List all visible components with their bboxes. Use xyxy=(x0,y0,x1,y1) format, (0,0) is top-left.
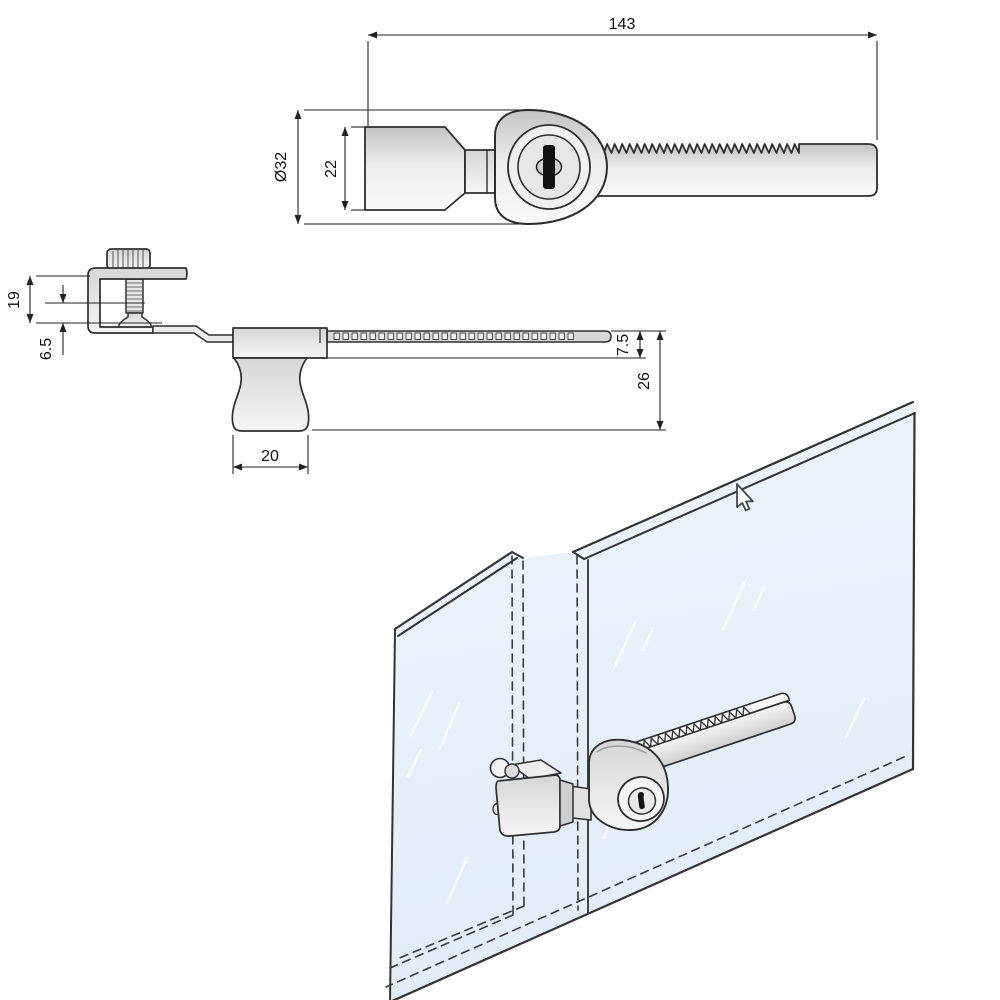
lock-body-side xyxy=(232,327,328,359)
hidden-edges xyxy=(385,555,905,988)
glass-edges xyxy=(389,400,916,1000)
dim-label-6-5: 6.5 xyxy=(38,338,55,360)
dim-label-143: 143 xyxy=(609,16,636,33)
clamp-bracket-side xyxy=(87,267,188,334)
dim-jaw-opening xyxy=(45,285,145,355)
top-view: 143 Ø32 22 xyxy=(273,16,878,225)
clamp-body-face xyxy=(495,774,561,837)
dim-overall-length xyxy=(367,31,878,140)
lock-knob-side xyxy=(231,357,310,432)
screw-foot xyxy=(118,312,152,329)
dim-bar-offset xyxy=(327,330,666,359)
body-shading-line xyxy=(596,745,647,754)
rack-teeth-iso xyxy=(628,706,751,755)
installation-view xyxy=(385,400,916,1000)
rack-arm-top xyxy=(559,143,878,197)
dim-clamp-height xyxy=(26,275,162,324)
dim-label-26: 26 xyxy=(636,372,653,390)
knurl-lines xyxy=(112,250,144,268)
rack-teeth-side xyxy=(333,332,574,340)
ratchet-lock-iso xyxy=(489,692,796,837)
dim-label-20: 20 xyxy=(261,448,279,465)
keyhole-slot-top xyxy=(543,145,555,189)
dim-diameter xyxy=(294,109,542,225)
thumbscrew-collar-iso xyxy=(504,763,520,779)
link-strip xyxy=(152,325,234,343)
dim-body-width xyxy=(341,126,365,211)
thumbscrew xyxy=(106,248,152,329)
dim-label-diameter: Ø32 xyxy=(273,152,290,182)
mouse-cursor-icon xyxy=(736,483,754,512)
clamp-top-flange xyxy=(510,759,562,780)
dim-label-19: 19 xyxy=(6,291,23,309)
glass-reflections xyxy=(406,578,866,905)
keyhole-slot-iso xyxy=(637,793,645,810)
dim-label-22: 22 xyxy=(323,160,340,178)
screw-shaft xyxy=(125,278,144,314)
clamp-side-face xyxy=(559,779,574,827)
glass-clamp-iso xyxy=(489,757,574,837)
lock-block-top xyxy=(364,126,466,211)
rack-front-face xyxy=(622,701,796,779)
glass-panel-rear xyxy=(389,550,524,1000)
dim-knob-width xyxy=(232,435,309,474)
dim-total-height xyxy=(312,331,666,431)
toothed-rack-arm xyxy=(619,692,796,779)
glass-panels-fill xyxy=(390,402,915,1000)
dim-label-7-5: 7.5 xyxy=(615,334,632,356)
side-view: 19 6.5 7.5 26 xyxy=(6,248,666,474)
glass-panel-front xyxy=(391,400,916,1000)
